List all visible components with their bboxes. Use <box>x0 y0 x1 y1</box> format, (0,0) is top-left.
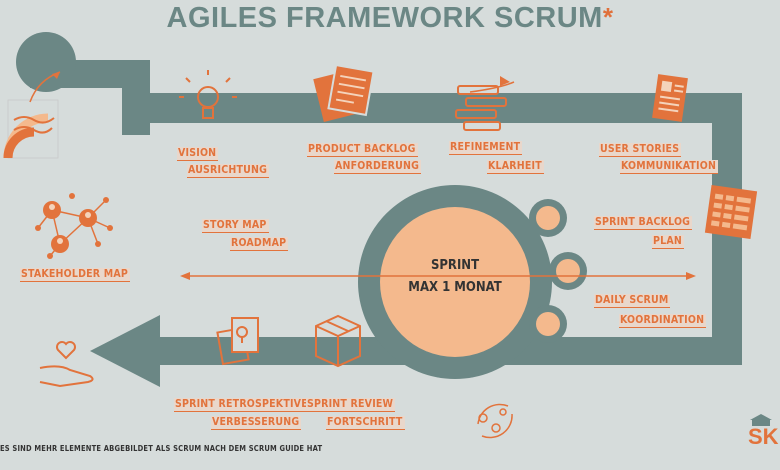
roadmap-text: ROADMAP <box>230 237 289 251</box>
label-anforderung: ANFORDERUNG <box>334 160 422 174</box>
cycle-gears-icon <box>477 403 513 439</box>
sprint-circle <box>380 207 530 357</box>
label-plan: PLAN <box>652 235 684 249</box>
refinement-icon <box>455 76 515 131</box>
sprint-retrospektive-text: SPRINT RETROSPEKTIVE <box>174 398 310 412</box>
daily-scrum-text: DAILY SCRUM <box>594 294 671 308</box>
label-sprint-review: SPRINT REVIEW <box>306 398 396 412</box>
refinement-text: REFINEMENT <box>449 141 523 155</box>
koordination-text: KOORDINATION <box>619 314 707 328</box>
ausrichtung-text: AUSRICHTUNG <box>187 164 270 178</box>
sprint-backlog-text: SPRINT BACKLOG <box>594 216 693 230</box>
anforderung-text: ANFORDERUNG <box>334 160 422 174</box>
label-verbesserung: VERBESSERUNG <box>211 416 302 430</box>
logo: SK <box>748 424 779 449</box>
sprint-title: SPRINT <box>430 258 480 273</box>
documents-icon <box>313 63 375 122</box>
label-product-backlog: PRODUCT BACKLOG <box>307 143 418 157</box>
heart-hand-icon <box>39 341 94 388</box>
logo-icon <box>750 414 772 426</box>
story-map-text: STORY MAP <box>202 219 269 233</box>
lightbulb-icon <box>179 70 237 119</box>
kommunikation-text: KOMMUNIKATION <box>620 160 719 174</box>
label-sprint-retrospektive: SPRINT RETROSPEKTIVE <box>174 398 310 412</box>
label-roadmap: ROADMAP <box>230 237 289 251</box>
footnote: ES SIND MEHR ELEMENTE ABGEBILDET ALS SCR… <box>0 444 323 453</box>
retrospective-icon <box>216 317 259 366</box>
label-fortschritt: FORTSCHRITT <box>326 416 405 430</box>
label-user-stories: USER STORIES <box>599 143 682 157</box>
title-text: AGILES FRAMEWORK SCRUM <box>166 2 603 34</box>
verbesserung-text: VERBESSERUNG <box>211 416 302 430</box>
label-daily-scrum: DAILY SCRUM <box>594 294 671 308</box>
label-klarheit: KLARHEIT <box>487 160 544 174</box>
sprint-cycle <box>358 185 587 379</box>
stakeholder-map-text: STAKEHOLDER MAP <box>20 268 130 282</box>
product-backlog-text: PRODUCT BACKLOG <box>307 143 418 157</box>
stakeholder-network-icon <box>35 193 113 259</box>
vision-text: VISION <box>177 147 219 161</box>
title-asterisk: * <box>602 2 614 32</box>
user-story-icon <box>652 74 688 122</box>
label-kommunikation: KOMMUNIKATION <box>620 160 719 174</box>
klarheit-text: KLARHEIT <box>487 160 544 174</box>
target-icon <box>3 71 61 159</box>
label-story-map: STORY MAP <box>202 219 269 233</box>
timeline-double-arrow <box>180 272 696 280</box>
sprint-label: SPRINT MAX 1 MONAT <box>380 255 530 299</box>
user-stories-text: USER STORIES <box>599 143 682 157</box>
label-sprint-backlog: SPRINT BACKLOG <box>594 216 693 230</box>
review-box-icon <box>315 314 361 368</box>
sprint-duration: MAX 1 MONAT <box>408 280 502 295</box>
sprint-backlog-icon <box>704 185 758 239</box>
label-koordination: KOORDINATION <box>619 314 707 328</box>
page-title: AGILES FRAMEWORK SCRUM* <box>0 2 780 35</box>
sprint-review-text: SPRINT REVIEW <box>306 398 396 412</box>
plan-text: PLAN <box>652 235 684 249</box>
label-stakeholder-map: STAKEHOLDER MAP <box>20 268 130 282</box>
label-ausrichtung: AUSRICHTUNG <box>187 164 270 178</box>
label-refinement: REFINEMENT <box>449 141 523 155</box>
fortschritt-text: FORTSCHRITT <box>326 416 405 430</box>
label-vision: VISION <box>177 147 219 161</box>
